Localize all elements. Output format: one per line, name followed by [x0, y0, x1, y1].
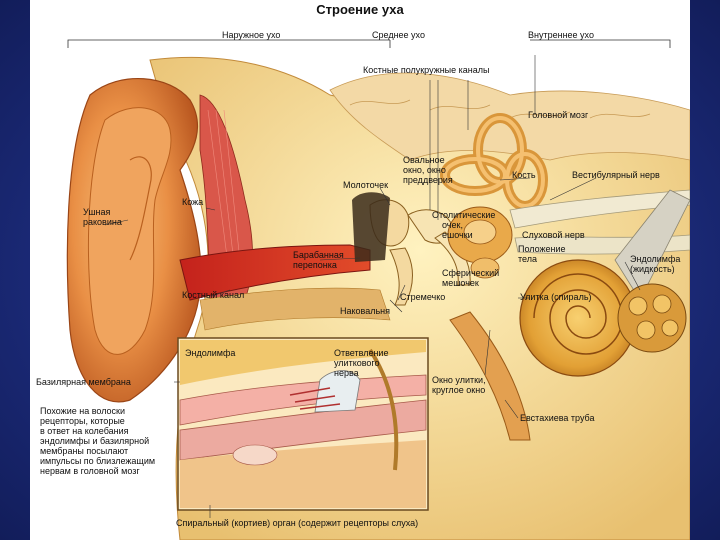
receptors-line-7: нервам в головной мозг [40, 466, 140, 476]
label-oval-window-3: преддверия [403, 175, 453, 185]
diagram-title: Строение уха [316, 2, 404, 17]
label-otoliths-2: очек, [442, 220, 463, 230]
label-round-window-2: круглое окно [432, 385, 485, 395]
label-nerve-branch-2: улиткового [334, 358, 380, 368]
label-endolymph-2: (жидкость) [630, 264, 675, 274]
label-malleus: Молоточек [343, 180, 388, 190]
label-incus: Наковальня [340, 306, 390, 316]
receptors-line-1: Похожие на волоски [40, 406, 125, 416]
label-basilar: Базилярная мембрана [36, 377, 131, 387]
label-nerve-branch-1: Ответвление [334, 348, 388, 358]
label-brain: Головной мозг [528, 110, 589, 120]
label-skin: Кожа [182, 197, 203, 207]
label-oval-window-1: Овальное [403, 155, 445, 165]
label-inner-ear: Внутреннее ухо [528, 30, 594, 40]
label-auditory-nerve: Слуховой нерв [522, 230, 585, 240]
label-stapes: Стремечко [400, 292, 445, 302]
label-bony-canal: Костный канал [182, 290, 244, 300]
label-cochlea: Улитка (спираль) [520, 292, 592, 302]
label-outer-ear: Наружное ухо [222, 30, 280, 40]
endolymph-section [618, 284, 686, 352]
label-organ-of-corti: Спиральный (кортиев) орган (содержит рец… [176, 518, 418, 528]
label-oval-window-2: окно, окно [403, 165, 446, 175]
label-otoliths-3: ешочки [442, 230, 473, 240]
inset-organ-of-corti [178, 338, 428, 510]
label-bone: Кость [512, 170, 536, 180]
label-canals: Костные полукружные каналы [363, 65, 490, 75]
label-eustachian: Евстахиева труба [520, 413, 595, 423]
receptors-text: Похожие на волоски рецепторы, которые в … [40, 406, 155, 476]
receptors-line-6: импульсы по близлежащим [40, 456, 155, 466]
label-eardrum-2: перепонка [293, 260, 337, 270]
label-eardrum-1: Барабанная [293, 250, 344, 260]
ear-diagram: Строение уха Наружное ухо Среднее ухо Вн… [30, 0, 690, 540]
label-saccule-2: мешочек [442, 278, 479, 288]
section-lines [68, 40, 670, 48]
label-middle-ear: Среднее ухо [372, 30, 425, 40]
receptors-line-5: мембраны посылают [40, 446, 128, 456]
label-round-window-1: Окно улитки, [432, 375, 486, 385]
label-endolymph-1: Эндолимфа [630, 254, 680, 264]
label-otoliths-1: Отолитические [432, 210, 495, 220]
label-inset-endolymph: Эндолимфа [185, 348, 235, 358]
label-nerve-branch-3: нерва [334, 368, 359, 378]
label-saccule-1: Сферический [442, 268, 499, 278]
receptors-line-2: рецепторы, которые [40, 416, 125, 426]
label-position-1: Положение [518, 244, 566, 254]
receptors-line-3: в ответ на колебания [40, 426, 129, 436]
label-vestibular-nerve: Вестибулярный нерв [572, 170, 660, 180]
label-auricle-2: раковина [83, 217, 122, 227]
label-position-2: тела [518, 254, 537, 264]
receptors-line-4: эндолимфы и базилярной [40, 436, 149, 446]
diagram-panel: Строение уха Наружное ухо Среднее ухо Вн… [30, 0, 690, 540]
label-auricle-1: Ушная [83, 207, 111, 217]
